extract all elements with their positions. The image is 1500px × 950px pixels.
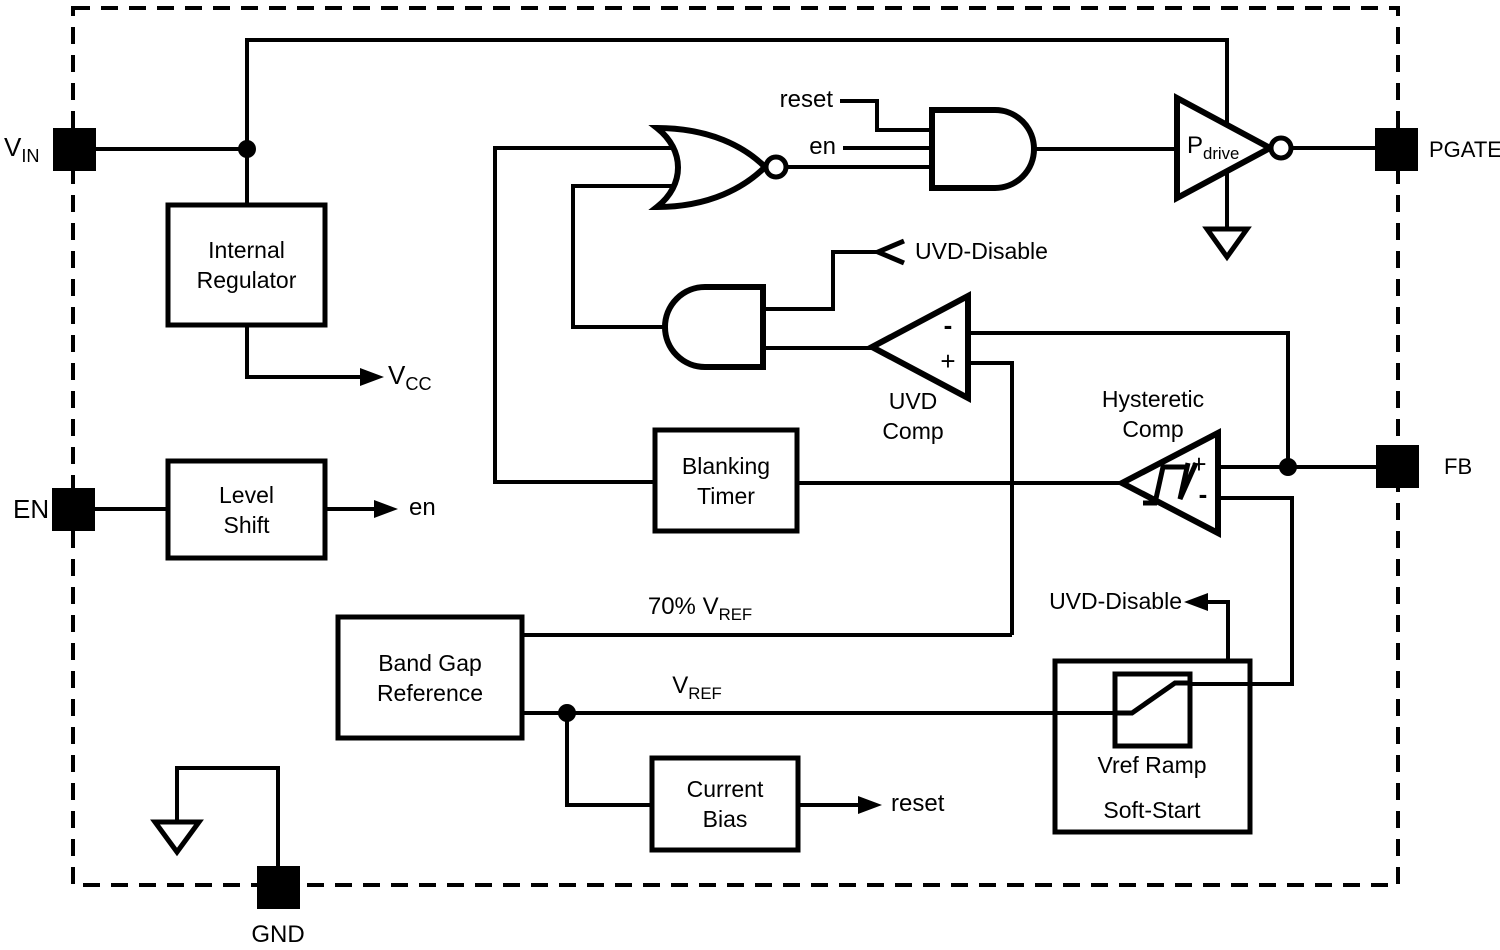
uvd-comp-plus-sign: +	[940, 346, 956, 376]
reset-top-label: reset	[779, 86, 833, 113]
internal-regulator-line2: Regulator	[196, 267, 297, 293]
wire-regulator-to-vcc	[245, 325, 362, 379]
uvd-disable-bottom-label: UVD-Disable	[1049, 588, 1182, 614]
pin-label-pgate: PGATE	[1429, 137, 1500, 162]
uvd-disable-arrowhead	[1184, 593, 1208, 611]
current-bias-box	[649, 755, 801, 853]
current-bias-line1: Current	[686, 776, 764, 802]
band-gap-reference-box	[335, 614, 525, 741]
junction-vin	[238, 140, 256, 158]
uvd-comparator-triangle	[865, 291, 971, 403]
pin-fb	[1376, 445, 1419, 488]
uvd-comp-name-line1: UVD	[888, 388, 938, 414]
wire-blanking-to-nor-top	[493, 146, 675, 484]
reset-arrowhead	[858, 796, 882, 814]
blanking-timer-label: Blanking Timer	[655, 430, 797, 531]
pin-vin	[53, 128, 96, 171]
uvd-comp-name-line2: Comp	[882, 418, 944, 444]
wire-ramp-to-hysteretic-minus	[1190, 496, 1294, 686]
hysteretic-comparator-triangle	[1115, 428, 1221, 538]
wire-uvdcomp-minus-to-fb	[968, 331, 1290, 467]
level-shift-line1: Level	[219, 481, 274, 508]
band-gap-line2: Reference	[376, 679, 484, 706]
ground-symbol-bottom	[150, 819, 204, 857]
chip-boundary	[71, 6, 1400, 887]
wire-vref-to-currentbias	[565, 713, 652, 807]
junction-vref	[558, 704, 576, 722]
wire-reset-to-and3	[840, 99, 932, 132]
level-shift-box	[165, 458, 328, 561]
soft-start-label: Soft-Start	[1103, 797, 1201, 823]
vref-ramp-label: Vref Ramp	[1097, 752, 1207, 778]
hysteretic-comp-name-line2: Comp	[1122, 416, 1184, 442]
nor-output-bubble	[763, 154, 789, 180]
en-out-label: en	[409, 494, 436, 521]
wire-and2-to-nor-bottom	[571, 184, 675, 329]
vcc-arrowhead	[360, 368, 384, 386]
en-top-label: en	[809, 133, 836, 160]
nor-gate	[648, 124, 770, 211]
current-bias-line2: Bias	[702, 806, 748, 832]
uvd-comp-minus-sign: -	[943, 310, 953, 340]
hysteretic-comp-plus-sign: +	[1191, 449, 1207, 479]
reset-out-label: reset	[891, 790, 945, 817]
internal-regulator-line1: Internal	[208, 237, 285, 263]
en-arrowhead	[374, 500, 398, 518]
vref-ramp-curve	[1115, 680, 1190, 716]
blanking-timer-line1: Blanking	[681, 452, 771, 479]
band-gap-reference-label: Band Gap Reference	[338, 617, 522, 738]
pin-label-fb: FB	[1444, 454, 1473, 479]
pdrive-buffer-triangle	[1174, 92, 1277, 204]
uvd-disable-chevron	[871, 238, 905, 266]
wire-ground-to-gnd-pin	[175, 766, 280, 866]
vcc-label: VCC	[388, 360, 432, 395]
pdrive-output-bubble	[1268, 135, 1294, 161]
level-shift-label: Level Shift	[168, 461, 325, 558]
hysteretic-comp-minus-sign: -	[1198, 479, 1208, 509]
pdrive-label: Pdrive	[1187, 132, 1240, 163]
wire-vin-top-rail	[245, 38, 1229, 149]
hysteresis-icon	[1143, 461, 1199, 506]
pin-label-vin: VIN	[4, 132, 40, 167]
vref-label: VREF	[672, 672, 722, 703]
pin-label-en: EN	[13, 494, 50, 524]
vref-ramp-box	[1112, 671, 1193, 749]
band-gap-line1: Band Gap	[378, 649, 482, 676]
blanking-timer-line2: Timer	[697, 482, 755, 509]
hysteretic-comp-name-line1: Hysteretic	[1101, 386, 1205, 412]
current-bias-label: Current Bias	[652, 758, 798, 850]
pin-gnd	[257, 866, 300, 909]
and-gate-gate-drive	[929, 107, 1037, 191]
uvd-disable-top-label: UVD-Disable	[915, 238, 1048, 264]
pin-pgate	[1375, 128, 1418, 171]
ground-symbol-pdrive	[1202, 226, 1252, 262]
wire-uvd-disable-to-and2	[762, 250, 884, 311]
junction-fb	[1279, 458, 1297, 476]
wire-softstart-to-uvd-disable	[1206, 600, 1230, 661]
level-shift-line2: Shift	[223, 511, 270, 538]
internal-regulator-label: Internal Regulator	[168, 205, 325, 325]
wire-uvdcomp-plus-to-vref70	[968, 361, 1014, 635]
vref70-label: 70% VREF	[647, 593, 753, 624]
and-gate-uvd	[662, 284, 766, 370]
blanking-timer-box	[652, 427, 800, 534]
pin-en	[52, 488, 95, 531]
pin-label-gnd: GND	[251, 921, 305, 948]
